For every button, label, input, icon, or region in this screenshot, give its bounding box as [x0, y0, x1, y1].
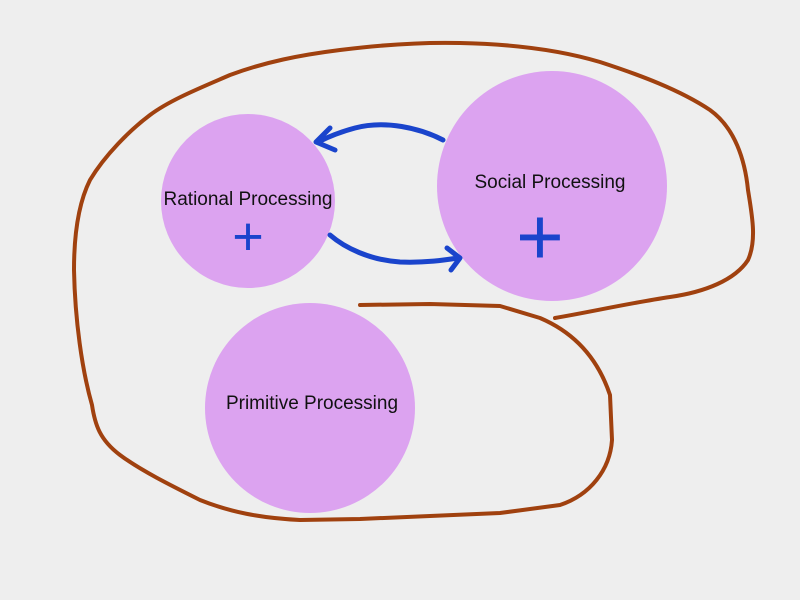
- node-primitive-label: Primitive Processing: [226, 393, 398, 414]
- arrow-social-to-rational: [313, 122, 446, 153]
- arrow-rational-to-social-head: [444, 245, 463, 273]
- node-social-circle: [437, 71, 667, 301]
- node-primitive-circle: [205, 303, 415, 513]
- node-rational-plus-sign: +: [232, 206, 264, 266]
- arrow-social-to-rational-shaft: [315, 122, 446, 145]
- node-social-label: Social Processing: [474, 172, 625, 193]
- node-rational-label: Rational Processing: [164, 189, 333, 210]
- arrow-rational-to-social-shaft: [327, 232, 461, 265]
- node-rational-circle: [161, 114, 335, 288]
- arrow-rational-to-social: [327, 232, 463, 273]
- node-social-plus-sign: +: [516, 192, 564, 283]
- spiral-outline: [72, 40, 756, 522]
- arrow-social-to-rational-head: [313, 125, 338, 153]
- node-rational-processing: Rational Processing +: [161, 114, 335, 288]
- node-social-processing: Social Processing +: [437, 71, 667, 301]
- node-primitive-processing: Primitive Processing: [205, 303, 415, 513]
